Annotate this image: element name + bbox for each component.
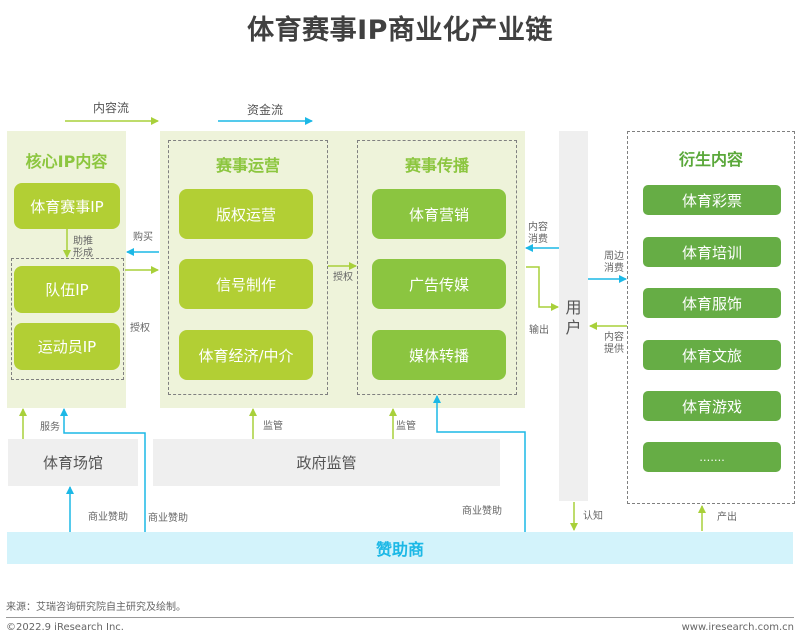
team-athlete-group xyxy=(11,258,124,380)
purchase-label: 购买 xyxy=(133,232,153,243)
event-broadcast-group xyxy=(357,140,517,395)
derivative-title: 衍生内容 xyxy=(678,150,743,169)
event-ops-item: 体育经济/中介 xyxy=(179,330,313,380)
cognition-label: 认知 xyxy=(583,511,603,522)
derivative-item: 体育培训 xyxy=(643,237,781,267)
event-broadcast-item: 广告传媒 xyxy=(372,259,506,309)
sponsor-label-1: 商业赞助 xyxy=(88,512,128,523)
core-ip-title: 核心IP内容 xyxy=(25,152,108,171)
legend-money-flow-label: 资金流 xyxy=(247,103,284,117)
event-ops-title: 赛事运营 xyxy=(215,156,280,175)
event-broadcast-item: 体育营销 xyxy=(372,189,506,239)
derivative-item: 体育文旅 xyxy=(643,340,781,370)
source-note: 来源：艾瑞咨询研究院自主研究及绘制。 xyxy=(6,602,186,613)
footer-divider xyxy=(6,617,794,618)
peripheral-consume-label: 周边 消费 xyxy=(604,251,624,274)
derivative-item: ……. xyxy=(643,442,781,472)
authorize-label-left: 授权 xyxy=(130,323,150,334)
push-form-label: 助推 形成 xyxy=(73,236,93,259)
supervise-label-2: 监管 xyxy=(396,421,416,432)
content-provide-label: 内容 提供 xyxy=(604,332,624,355)
page-title: 体育赛事IP商业化产业链 xyxy=(247,15,553,46)
content-consume-label: 内容 消费 xyxy=(528,222,548,245)
service-label: 服务 xyxy=(40,422,60,433)
derivative-item: 体育服饰 xyxy=(643,288,781,318)
derivative-item: 体育游戏 xyxy=(643,391,781,421)
sponsor-label-3: 商业赞助 xyxy=(462,506,502,517)
event-ops-item: 信号制作 xyxy=(179,259,313,309)
derivative-item: 体育彩票 xyxy=(643,185,781,215)
legend-content-flow-label: 内容流 xyxy=(93,101,130,115)
sponsor-band: 赞助商 xyxy=(7,532,793,564)
venue-box: 体育场馆 xyxy=(8,439,138,486)
copyright: ©2022.9 iResearch Inc. xyxy=(6,622,124,633)
athlete-ip-box: 运动员IP xyxy=(14,323,120,370)
team-ip-box: 队伍IP xyxy=(14,266,120,313)
government-box: 政府监管 xyxy=(153,439,500,486)
event-broadcast-title: 赛事传播 xyxy=(404,156,469,175)
user-column xyxy=(559,131,588,501)
event-ip-box: 体育赛事IP xyxy=(14,183,120,229)
event-broadcast-item: 媒体转播 xyxy=(372,330,506,380)
sponsor-label: 赞助商 xyxy=(375,540,424,559)
output-arrow xyxy=(526,266,559,311)
event-ops-item: 版权运营 xyxy=(179,189,313,239)
authorize-label-mid: 授权 xyxy=(333,272,353,283)
output-label: 输出 xyxy=(529,325,549,336)
supervise-label-1: 监管 xyxy=(263,421,283,432)
user-label: 用 户 xyxy=(565,298,582,337)
event-ops-group xyxy=(168,140,328,395)
derivative-group xyxy=(627,131,795,504)
website-link[interactable]: www.iresearch.com.cn xyxy=(681,622,794,633)
sponsor-label-2: 商业赞助 xyxy=(148,513,188,524)
produce-label: 产出 xyxy=(717,512,737,523)
